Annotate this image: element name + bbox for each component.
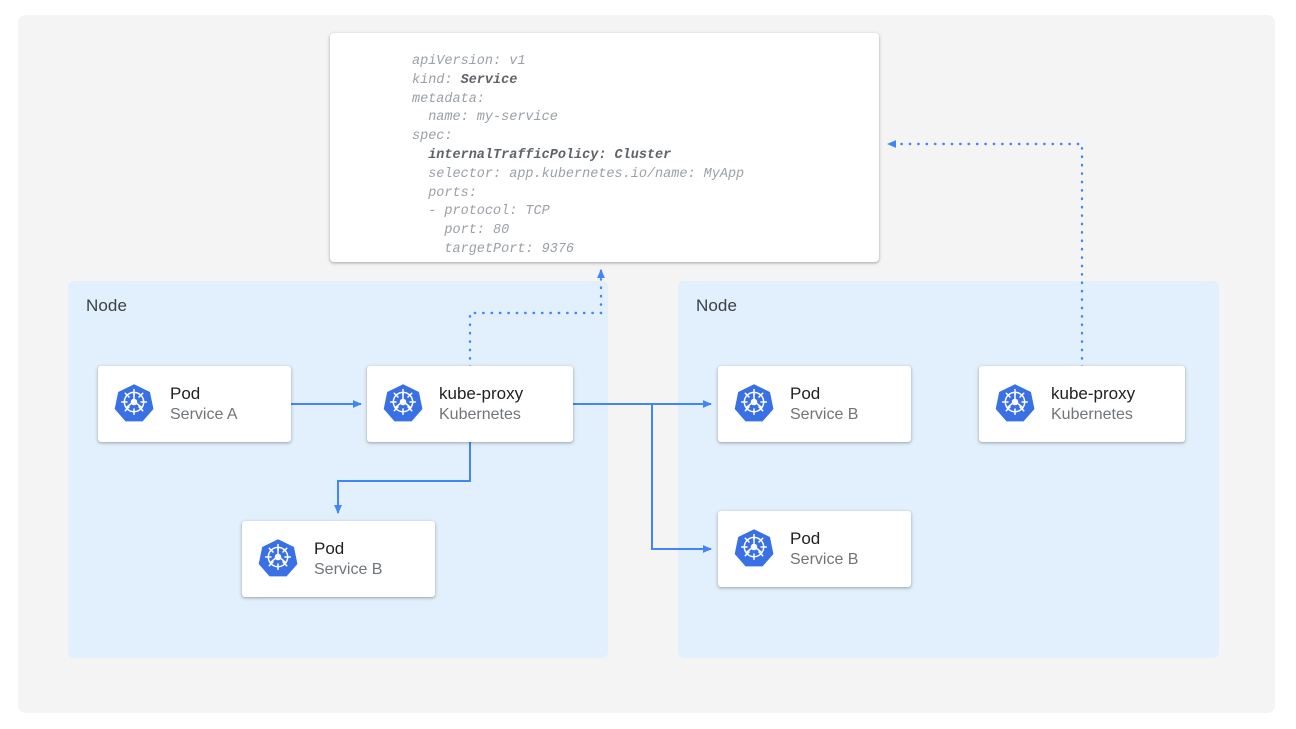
- card-text-block: kube-proxy Kubernetes: [439, 384, 523, 424]
- card-subtitle: Service B: [790, 550, 859, 568]
- kubernetes-logo-icon: [732, 525, 776, 574]
- kubernetes-logo-icon: [256, 535, 300, 584]
- card-pod-service-a[interactable]: Pod Service A: [98, 366, 291, 442]
- yaml-line-name: name: my-service: [412, 110, 558, 126]
- kubernetes-logo-icon: [732, 380, 776, 429]
- service-spec-card: apiVersion: v1 kind: Service metadata: n…: [330, 33, 879, 262]
- card-text-block: Pod Service B: [314, 539, 382, 579]
- node-label-right: Node: [696, 296, 738, 315]
- card-title: kube-proxy: [1051, 383, 1136, 403]
- card-pod-service-b-left[interactable]: Pod Service B: [242, 521, 435, 597]
- card-text-block: Pod Service B: [790, 384, 858, 424]
- card-pod-service-b-right-top[interactable]: Pod Service B: [718, 366, 911, 442]
- yaml-line-kind: kind: Service: [412, 72, 518, 88]
- card-pod-service-b-right-bottom[interactable]: Pod Service B: [718, 511, 911, 587]
- card-text-block: kube-proxy Kubernetes: [1051, 384, 1135, 424]
- node-region-left: [68, 281, 608, 658]
- yaml-line-internaltrafficpolicy: internalTrafficPolicy: Cluster: [412, 147, 672, 163]
- card-title: Pod: [170, 383, 201, 403]
- card-kube-proxy-right[interactable]: kube-proxy Kubernetes: [979, 366, 1185, 442]
- yaml-line-targetport: targetPort: 9376: [412, 241, 575, 257]
- yaml-line-ports: ports:: [412, 185, 477, 201]
- card-title: kube-proxy: [439, 383, 524, 403]
- node-label-left: Node: [86, 296, 128, 315]
- node-region-right: [678, 281, 1219, 658]
- yaml-line-apiversion: apiVersion: v1: [412, 54, 526, 69]
- card-title: Pod: [314, 538, 345, 558]
- card-subtitle: Kubernetes: [1051, 405, 1133, 423]
- card-text-block: Pod Service A: [170, 384, 238, 424]
- yaml-line-spec: spec:: [412, 129, 453, 145]
- yaml-line-metadata: metadata:: [412, 91, 485, 107]
- yaml-line-selector: selector: app.kubernetes.io/name: MyApp: [412, 166, 745, 182]
- yaml-line-port: port: 80: [412, 223, 510, 239]
- service-spec-code: apiVersion: v1 kind: Service metadata: n…: [330, 33, 879, 260]
- card-title: Pod: [790, 383, 821, 403]
- card-title: Pod: [790, 528, 821, 548]
- kubernetes-logo-icon: [381, 380, 425, 429]
- kubernetes-logo-icon: [112, 380, 156, 429]
- card-subtitle: Kubernetes: [439, 405, 521, 423]
- kubernetes-logo-icon: [993, 380, 1037, 429]
- card-subtitle: Service B: [790, 405, 859, 423]
- card-kube-proxy-left[interactable]: kube-proxy Kubernetes: [367, 366, 573, 442]
- card-subtitle: Service B: [314, 560, 383, 578]
- card-text-block: Pod Service B: [790, 529, 858, 569]
- card-subtitle: Service A: [170, 405, 238, 423]
- yaml-line-protocol: - protocol: TCP: [412, 204, 550, 220]
